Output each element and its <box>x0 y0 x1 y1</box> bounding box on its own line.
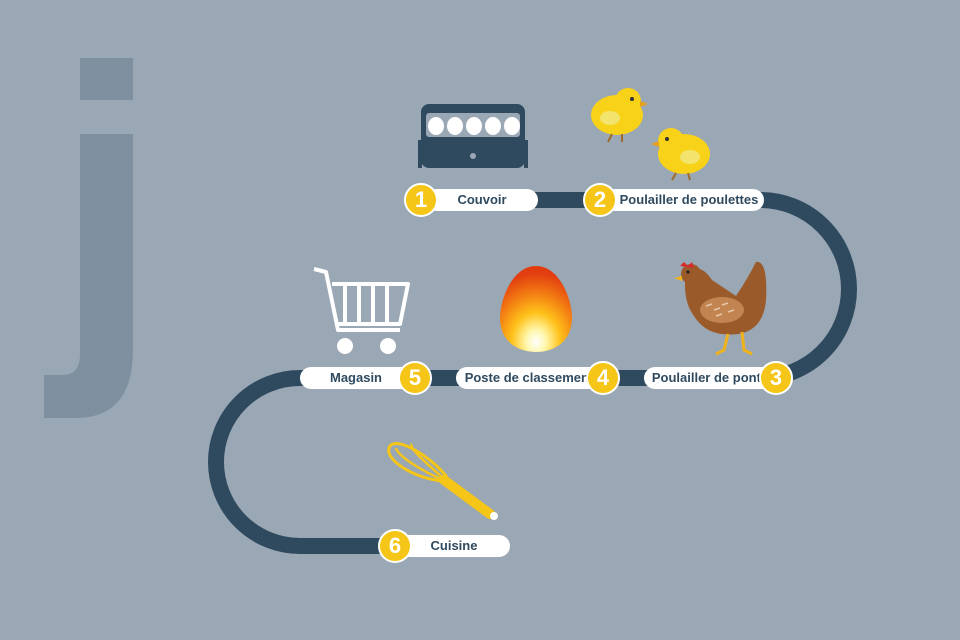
step-badge-5: 5 <box>398 361 432 395</box>
whisk-icon <box>387 442 498 520</box>
step-label-poulailler-de-poulettes: Poulailler de poulettes <box>604 189 764 211</box>
step-label-poulailler-de-ponte: Poulailler de ponte <box>644 367 776 389</box>
shopping-cart-icon <box>313 267 410 354</box>
step-label-poste-de-classement: Poste de classement <box>456 367 602 389</box>
logo-letter-j <box>44 58 133 418</box>
step-badge-4: 4 <box>586 361 620 395</box>
chicks-icon <box>591 88 710 181</box>
glowing-egg-icon <box>500 266 572 352</box>
hen-icon <box>674 261 767 356</box>
step-badge-2: 2 <box>583 183 617 217</box>
step-label-cuisine: Cuisine <box>398 535 510 557</box>
step-label-couvoir: Couvoir <box>426 189 538 211</box>
incubator-icon <box>418 104 528 168</box>
step-badge-3: 3 <box>759 361 793 395</box>
step-badge-6: 6 <box>378 529 412 563</box>
step-badge-1: 1 <box>404 183 438 217</box>
step-label-magasin: Magasin <box>300 367 412 389</box>
